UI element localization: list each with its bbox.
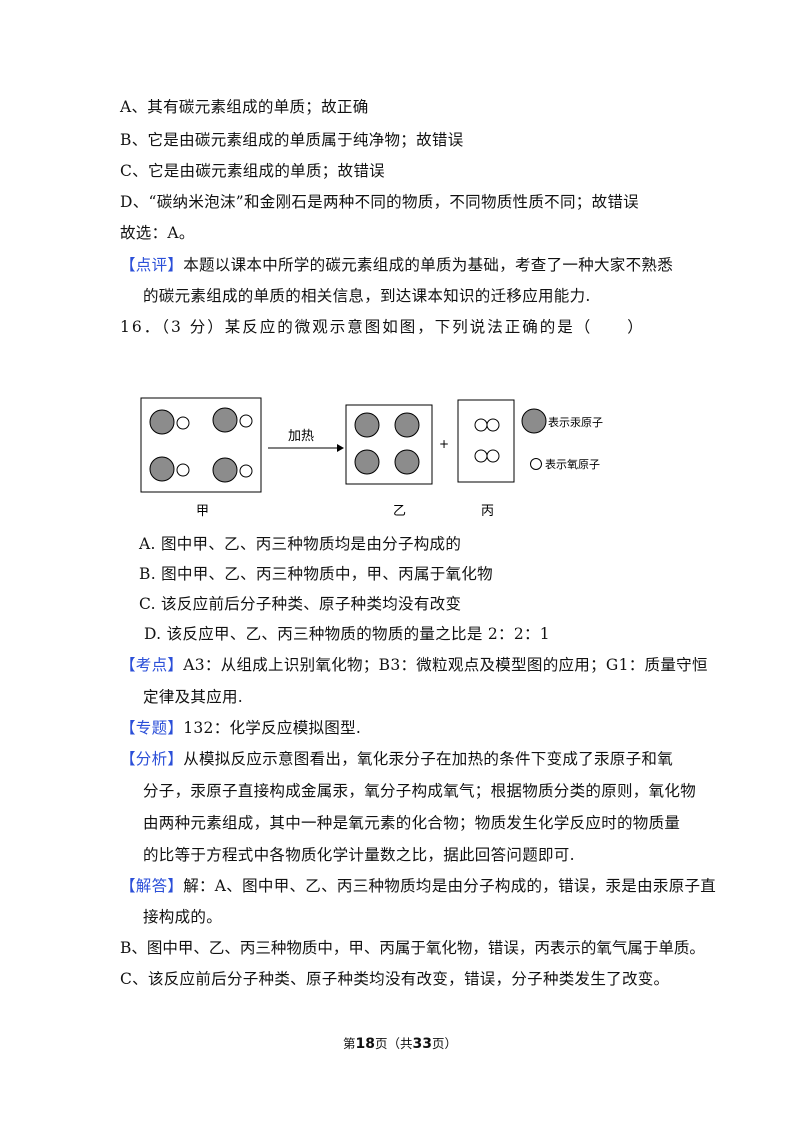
label-yi: 乙	[393, 504, 406, 519]
oxygen-atom	[486, 449, 500, 463]
legend-oxygen-icon	[530, 458, 542, 470]
jieda-line-1: 【解答】解：A、图中甲、乙、丙三种物质均是由分子构成的，错误，汞是由汞原子直	[120, 876, 716, 896]
arrow-label: 加热	[288, 429, 314, 444]
option-a: A. 图中甲、乙、丙三种物质均是由分子构成的	[139, 535, 462, 553]
footer-total-pages: 33	[412, 1036, 432, 1052]
answer-line-a: A、其有碳元素组成的单质；故正确	[120, 98, 369, 116]
oxygen-molecules	[474, 418, 500, 463]
fenxi-line-1: 【分析】从模拟反应示意图看出，氧化汞分子在加热的条件下变成了汞原子和氧	[120, 749, 673, 769]
fenxi-tag: 【分析】	[120, 750, 184, 768]
mercury-atom	[354, 412, 380, 438]
mercury-atom	[212, 457, 238, 483]
jieda-tag: 【解答】	[120, 877, 184, 895]
zhuanti-line: 【专题】132：化学反应模拟图型.	[120, 718, 361, 738]
zhuanti-tag: 【专题】	[120, 719, 184, 737]
kaodian-line-2: 定律及其应用.	[143, 688, 244, 706]
fenxi-line-2: 分子，汞原子直接构成金属汞，氧分子构成氧气；根据物质分类的原则，氧化物	[143, 782, 697, 800]
footer-pre: 第	[342, 1036, 356, 1051]
comment-tag: 【点评】	[120, 256, 184, 274]
answer-choice: 故选：A。	[120, 224, 195, 242]
legend-mercury-icon	[521, 408, 547, 434]
jieda-line-4: C、该反应前后分子种类、原子种类均没有改变，错误，分子种类发生了改变。	[120, 970, 670, 988]
oxygen-atom	[239, 414, 253, 428]
oxygen-atom	[486, 418, 500, 432]
mercury-atom	[394, 449, 420, 475]
zhuanti-text: 132：化学反应模拟图型.	[183, 719, 362, 737]
jieda-text-1: 解：A、图中甲、乙、丙三种物质均是由分子构成的，错误，汞是由汞原子直	[183, 877, 717, 895]
oxygen-atom	[176, 416, 190, 430]
label-jia: 甲	[196, 504, 209, 519]
label-bing: 丙	[481, 504, 494, 519]
kaodian-tag: 【考点】	[120, 656, 184, 674]
mercury-atom	[149, 456, 175, 482]
box-bing	[457, 399, 515, 483]
box-jia	[140, 397, 262, 493]
comment-line-1: 【点评】本题以课本中所学的碳元素组成的单质为基础，考查了一种大家不熟悉	[120, 255, 673, 275]
option-c: C. 该反应前后分子种类、原子种类均没有改变	[139, 595, 462, 613]
fenxi-line-3: 由两种元素组成，其中一种是氧元素的化合物；物质发生化学反应时的物质量	[143, 814, 681, 832]
oxygen-atom	[176, 463, 190, 477]
footer-mid: 页（共	[374, 1036, 413, 1051]
mercury-atom	[212, 407, 238, 433]
fenxi-line-4: 的比等于方程式中各物质化学计量数之比，据此回答问题即可.	[143, 846, 575, 864]
answer-line-c: C、它是由碳元素组成的单质；故错误	[120, 162, 385, 180]
footer-page-number: 18	[355, 1036, 375, 1052]
arrow-head-icon	[337, 444, 344, 452]
mercury-oxide-molecules	[149, 407, 253, 483]
legend-mercury-label: 表示汞原子	[548, 415, 603, 429]
comment-text-1: 本题以课本中所学的碳元素组成的单质为基础，考查了一种大家不熟悉	[183, 256, 674, 274]
kaodian-line-1: 【考点】A3：从组成上识别氧化物；B3：微粒观点及模型图的应用；G1：质量守恒	[120, 655, 708, 675]
option-b: B. 图中甲、乙、丙三种物质中，甲、丙属于氧化物	[139, 565, 493, 583]
oxygen-atom	[239, 464, 253, 478]
jieda-line-3: B、图中甲、乙、丙三种物质中，甲、丙属于氧化物，错误，丙表示的氧气属于单质。	[120, 939, 705, 957]
question-16-stem: 16．（3 分）某反应的微观示意图如图，下列说法正确的是（ ）	[120, 318, 645, 336]
jieda-line-2: 接构成的。	[143, 908, 223, 926]
page-footer: 第18页（共33页）	[0, 1033, 800, 1052]
mercury-atom	[354, 449, 380, 475]
mercury-atom	[149, 409, 175, 435]
answer-line-b: B、它是由碳元素组成的单质属于纯净物；故错误	[120, 131, 464, 149]
footer-post: 页）	[431, 1036, 457, 1051]
kaodian-text-1: A3：从组成上识别氧化物；B3：微粒观点及模型图的应用；G1：质量守恒	[183, 656, 708, 674]
mercury-atom	[394, 412, 420, 438]
box-yi	[345, 404, 433, 485]
answer-line-d: D、“碳纳米泡沫”和金刚石是两种不同的物质，不同物质性质不同；故错误	[120, 193, 639, 211]
fenxi-text-1: 从模拟反应示意图看出，氧化汞分子在加热的条件下变成了汞原子和氧	[183, 750, 674, 768]
legend-oxygen-label: 表示氧原子	[545, 457, 600, 471]
option-d: D. 该反应甲、乙、丙三种物质的物质的量之比是 2：2：1	[144, 625, 550, 643]
oxygen-atom	[474, 418, 488, 432]
oxygen-atom	[474, 449, 488, 463]
mercury-atoms	[354, 412, 420, 475]
plus-sign: +	[439, 437, 449, 451]
reaction-diagram: 加热 + 表示汞原子 表示氧原子 甲 乙 丙	[140, 397, 603, 519]
comment-line-2: 的碳元素组成的单质的相关信息，到达课本知识的迁移应用能力.	[143, 287, 591, 305]
